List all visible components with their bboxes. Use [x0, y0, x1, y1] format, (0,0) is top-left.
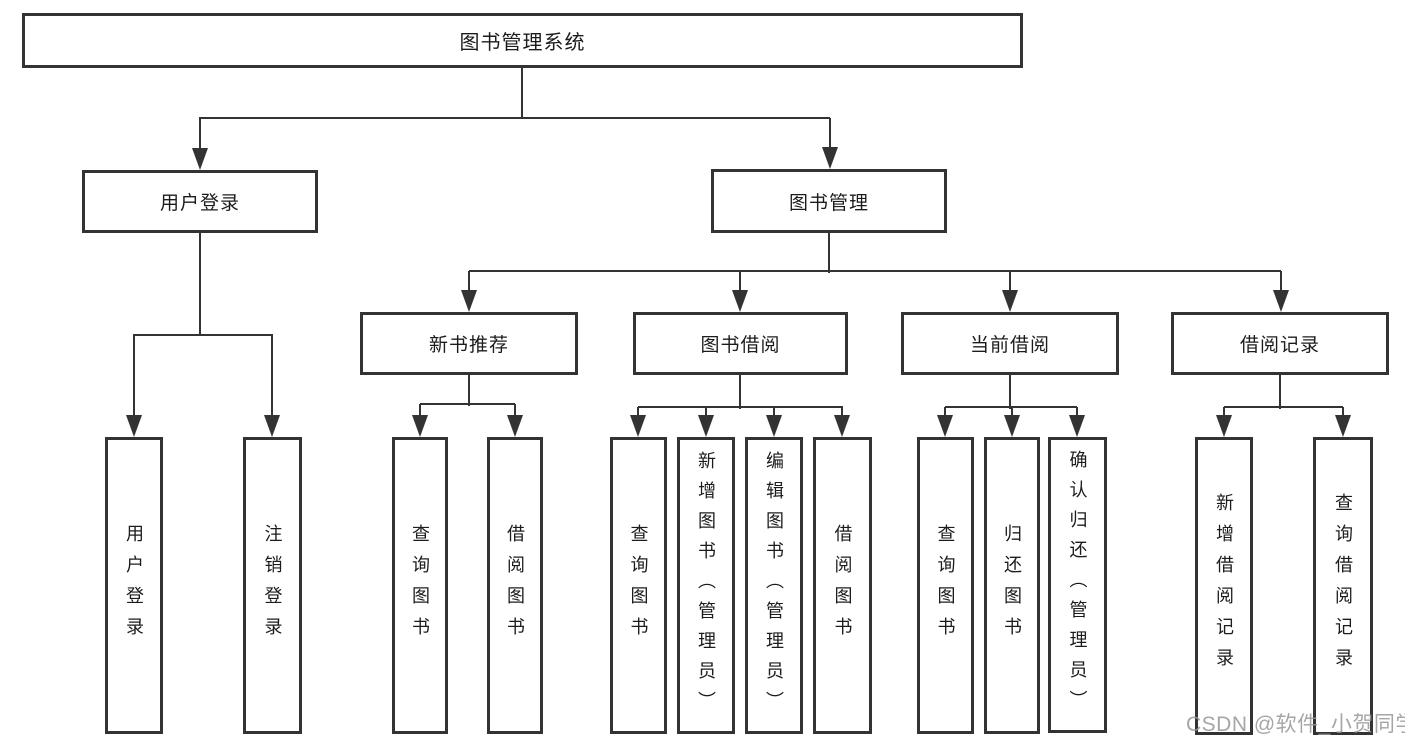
leaf-bb-edit-books-admin: 编辑图书（管理员）: [745, 437, 803, 734]
arrowhead-down-icon: [732, 290, 748, 312]
arrowhead-down-icon: [698, 415, 714, 437]
connector-line: [271, 335, 273, 419]
node-root-library-system: 图书管理系统: [22, 13, 1023, 68]
node-borrowing-records: 借阅记录: [1171, 312, 1389, 375]
connector-line: [468, 375, 470, 406]
arrowhead-down-icon: [1216, 415, 1232, 437]
leaf-nb-query-books: 查询图书: [392, 437, 448, 734]
arrowhead-down-icon: [1069, 415, 1085, 437]
connector-line: [705, 407, 707, 419]
connector-line: [1280, 271, 1282, 294]
connector-line: [514, 404, 516, 419]
arrowhead-down-icon: [834, 415, 850, 437]
connector-line: [199, 117, 830, 119]
connector-line: [468, 271, 470, 294]
connector-line: [521, 68, 523, 119]
connector-line: [773, 407, 775, 419]
node-new-book-recommend: 新书推荐: [360, 312, 578, 375]
arrowhead-down-icon: [126, 415, 142, 437]
arrowhead-down-icon: [412, 415, 428, 437]
leaf-bb-query-books: 查询图书: [610, 437, 667, 734]
connector-line: [133, 334, 273, 336]
connector-line: [199, 233, 201, 336]
arrowhead-down-icon: [937, 415, 953, 437]
connector-line: [469, 270, 1281, 272]
connector-line: [739, 271, 741, 294]
connector-line: [828, 233, 830, 273]
connector-line: [841, 407, 843, 419]
arrowhead-down-icon: [264, 415, 280, 437]
leaf-br-query-record: 查询借阅记录: [1313, 437, 1373, 735]
leaf-nb-borrow-books: 借阅图书: [487, 437, 543, 734]
connector-line: [637, 407, 639, 419]
connector-line: [199, 118, 201, 152]
leaf-logout: 注销登录: [243, 437, 302, 734]
node-current-borrowing: 当前借阅: [901, 312, 1119, 375]
connector-line: [1224, 406, 1343, 408]
arrowhead-down-icon: [766, 415, 782, 437]
connector-line: [638, 406, 843, 408]
connector-line: [1223, 407, 1225, 419]
leaf-cb-confirm-return-admin: 确认归还（管理员）: [1048, 437, 1107, 733]
node-book-borrowing: 图书借阅: [633, 312, 848, 375]
connector-line: [1009, 271, 1011, 294]
arrowhead-down-icon: [822, 147, 838, 169]
leaf-bb-borrow-books: 借阅图书: [813, 437, 872, 734]
leaf-cb-query-books: 查询图书: [917, 437, 974, 734]
connector-line: [1011, 407, 1013, 419]
arrowhead-down-icon: [1335, 415, 1351, 437]
arrowhead-down-icon: [192, 148, 208, 170]
connector-line: [1076, 407, 1078, 419]
arrowhead-down-icon: [1002, 290, 1018, 312]
leaf-bb-add-books-admin: 新增图书（管理员）: [677, 437, 735, 734]
arrowhead-down-icon: [1004, 415, 1020, 437]
connector-line: [739, 375, 741, 409]
connector-line: [829, 118, 831, 151]
leaf-user-login: 用户登录: [105, 437, 163, 734]
leaf-br-add-record: 新增借阅记录: [1195, 437, 1253, 735]
node-book-management: 图书管理: [711, 169, 947, 233]
leaf-cb-return-books: 归还图书: [984, 437, 1040, 734]
connector-line: [944, 407, 946, 419]
connector-line: [133, 335, 135, 419]
connector-line: [1342, 407, 1344, 419]
node-user-login: 用户登录: [82, 170, 318, 233]
connector-line: [1009, 375, 1011, 409]
connector-line: [419, 404, 421, 419]
arrowhead-down-icon: [1273, 290, 1289, 312]
arrowhead-down-icon: [461, 290, 477, 312]
arrowhead-down-icon: [630, 415, 646, 437]
watermark: CSDN @软件_小贺同学: [1186, 713, 1405, 736]
arrowhead-down-icon: [507, 415, 523, 437]
connector-line: [420, 403, 515, 405]
connector-line: [1279, 375, 1281, 409]
